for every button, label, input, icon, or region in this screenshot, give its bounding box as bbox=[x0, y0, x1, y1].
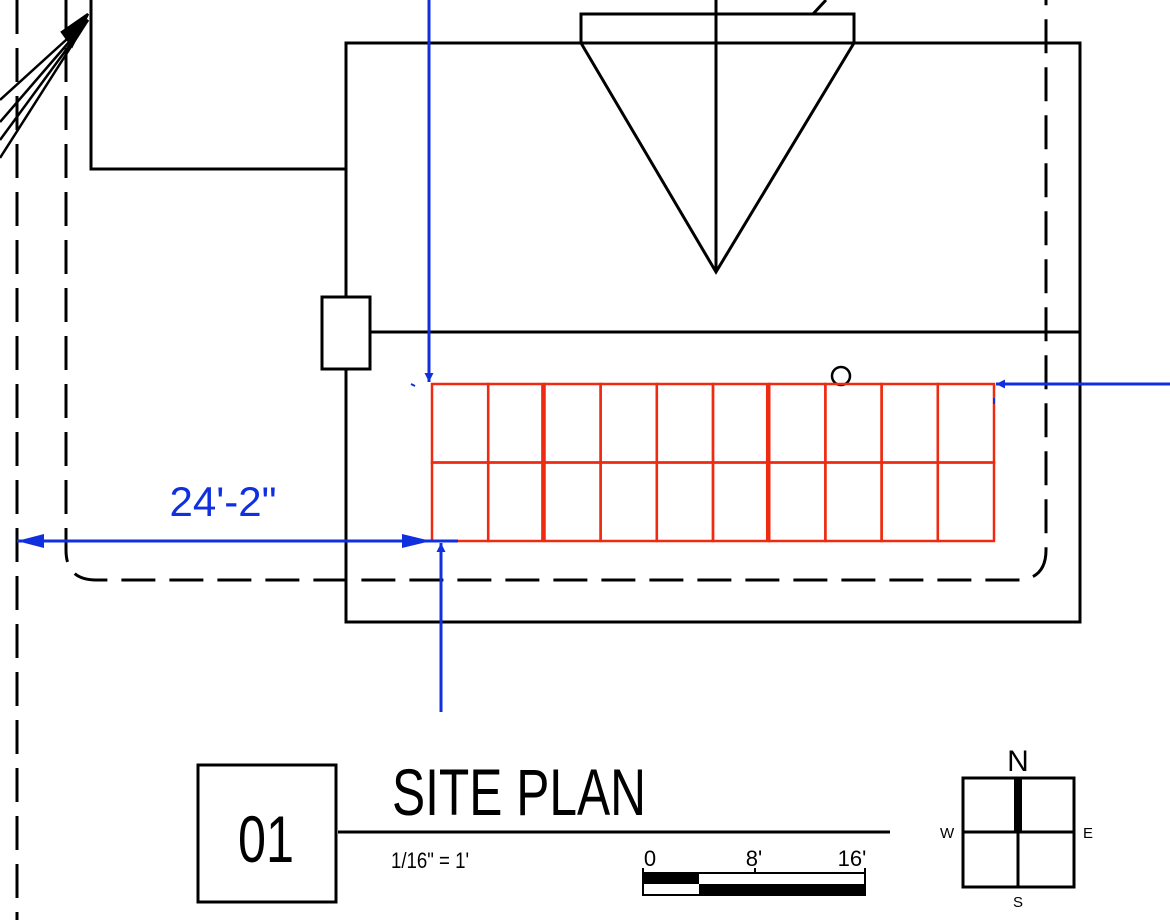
solar-panel bbox=[599, 461, 659, 543]
scale-text: 1/16" = 1' bbox=[391, 848, 469, 873]
scale-bar: 0 8' 16' bbox=[642, 846, 867, 896]
sheet-number-box bbox=[196, 763, 338, 904]
solar-panel bbox=[486, 382, 546, 464]
solar-panel bbox=[655, 382, 715, 464]
solar-panel bbox=[543, 382, 602, 464]
solar-panel bbox=[430, 382, 490, 464]
solar-panel bbox=[936, 461, 996, 543]
solar-panel bbox=[936, 382, 996, 464]
compass-south-label: S bbox=[1013, 894, 1023, 911]
solar-panel bbox=[486, 461, 546, 543]
dimension-arrow-left bbox=[17, 534, 44, 548]
solar-panel bbox=[655, 461, 715, 543]
north-arrow: N S E W bbox=[940, 745, 1093, 911]
solar-panel bbox=[711, 382, 771, 464]
solar-panel bbox=[880, 382, 940, 464]
title-block: 01 SITE PLAN 1/16" = 1' 0 8' 16' bbox=[196, 755, 890, 904]
solar-panel bbox=[711, 461, 771, 543]
leader-lines bbox=[0, 12, 90, 159]
solar-panel bbox=[767, 461, 827, 543]
scale-bar-label-8: 8' bbox=[746, 846, 762, 871]
adjacent-structure bbox=[89, 0, 346, 171]
sheet-number: 01 bbox=[238, 802, 294, 876]
roof-feature bbox=[579, 0, 856, 275]
solar-panel bbox=[880, 461, 940, 543]
dimension-arrow-right bbox=[402, 534, 431, 548]
solar-panel bbox=[543, 461, 602, 543]
setback-line bbox=[64, 0, 1048, 582]
compass-north-label: N bbox=[1007, 745, 1029, 778]
solar-panel bbox=[430, 461, 490, 543]
roof-vent bbox=[830, 365, 852, 387]
dimension-label: 24'-2" bbox=[170, 478, 277, 525]
drawing-title: SITE PLAN bbox=[392, 755, 646, 829]
compass-west-label: W bbox=[940, 825, 955, 842]
compass-east-label: E bbox=[1083, 825, 1093, 842]
solar-panel bbox=[824, 461, 883, 543]
solar-panel bbox=[824, 382, 883, 464]
solar-panel bbox=[767, 382, 827, 464]
dimension-lines bbox=[17, 0, 1170, 712]
electrical-meter-box bbox=[320, 295, 372, 371]
scale-bar-label-16: 16' bbox=[838, 846, 867, 871]
solar-panel bbox=[599, 382, 659, 464]
solar-panel-array bbox=[430, 382, 996, 543]
property-lines bbox=[15, 0, 1048, 920]
scale-bar-label-0: 0 bbox=[644, 846, 656, 871]
